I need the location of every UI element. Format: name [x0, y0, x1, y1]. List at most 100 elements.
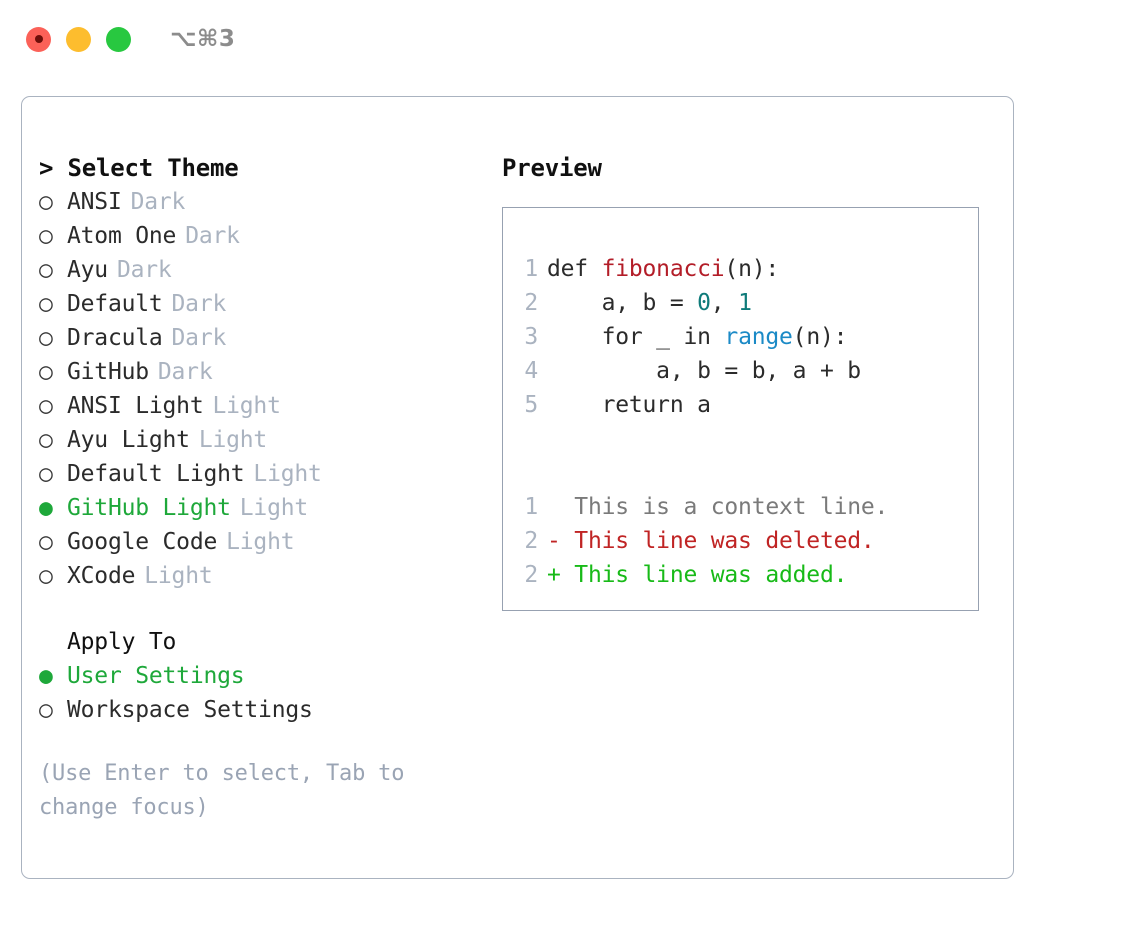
line-number: 2 [524, 562, 538, 588]
radio-unselected-icon: ○ [39, 257, 53, 283]
keyboard-shortcut-label: ⌥⌘3 [170, 26, 236, 52]
theme-option-ansi-light[interactable]: ○ ANSI Light Light [39, 389, 502, 423]
theme-option-label: Default Light [67, 461, 245, 487]
record-indicator-icon [34, 35, 43, 43]
theme-option-tag: Dark [116, 257, 172, 283]
radio-unselected-icon: ○ [39, 393, 53, 419]
code-line: 1 def fibonacci(n): [503, 252, 978, 286]
code-token: (n): [724, 256, 780, 282]
apply-to-header: Apply To [67, 629, 177, 655]
diff-line-text: - This line was deleted. [547, 528, 875, 554]
radio-unselected-icon: ○ [39, 223, 53, 249]
code-line-text: a, b = b, a + b [547, 354, 861, 388]
theme-option-label: GitHub Light [67, 495, 231, 521]
theme-option-github-light[interactable]: ● GitHub Light Light [39, 491, 502, 525]
apply-to-option-list: ● User Settings ○ Workspace Settings [39, 659, 502, 727]
theme-option-label: ANSI [67, 189, 122, 215]
line-number: 2 [524, 290, 538, 316]
select-theme-header: > Select Theme [39, 154, 239, 182]
theme-option-label: Atom One [67, 223, 177, 249]
theme-option-tag: Light [144, 563, 213, 589]
code-line-text: return a [547, 388, 711, 422]
code-line-text: a, b = 0, 1 [547, 286, 752, 320]
maximize-button[interactable] [106, 26, 131, 52]
keyboard-hint-text: (Use Enter to select, Tab to change focu… [39, 761, 405, 820]
apply-to-option-label: User Settings [67, 663, 245, 689]
apply-to-option-user-settings[interactable]: ● User Settings [39, 659, 502, 693]
radio-unselected-icon: ○ [39, 461, 53, 487]
code-token: , [710, 290, 739, 316]
theme-option-tag: Light [253, 461, 322, 487]
theme-option-tag: Dark [130, 189, 186, 215]
line-number: 1 [524, 494, 538, 520]
radio-unselected-icon: ○ [39, 697, 53, 723]
line-number: 4 [524, 358, 538, 384]
radio-unselected-icon: ○ [39, 291, 53, 317]
theme-option-label: Ayu Light [67, 427, 190, 453]
radio-unselected-icon: ○ [39, 563, 53, 589]
radio-unselected-icon: ○ [39, 529, 53, 555]
spacer [39, 593, 502, 625]
code-token: return a [547, 392, 711, 418]
theme-option-xcode[interactable]: ○ XCode Light [39, 559, 502, 593]
theme-option-google-code[interactable]: ○ Google Code Light [39, 525, 502, 559]
radio-unselected-icon: ○ [39, 325, 53, 351]
minimize-button[interactable] [66, 26, 91, 52]
radio-selected-icon: ● [39, 495, 53, 521]
theme-option-ayu[interactable]: ○ Ayu Dark [39, 253, 502, 287]
code-token: for _ in [547, 324, 725, 350]
theme-option-label: Dracula [67, 325, 163, 351]
theme-option-tag: Light [239, 495, 309, 521]
radio-unselected-icon: ○ [39, 359, 53, 385]
spacer [503, 456, 978, 490]
theme-option-label: XCode [67, 563, 136, 589]
theme-option-ansi[interactable]: ○ ANSI Dark [39, 185, 502, 219]
code-token: a, b = [547, 290, 698, 316]
code-line: 3 for _ in range(n): [503, 320, 978, 354]
line-number: 1 [524, 256, 538, 282]
diff-line: 1 This is a context line. [503, 490, 978, 524]
diff-line: 2 - This line was deleted. [503, 524, 978, 558]
close-button[interactable] [26, 26, 51, 52]
code-token: (n): [792, 324, 848, 350]
diff-line-text: + This line was added. [547, 562, 848, 588]
theme-option-label: Default [67, 291, 163, 317]
theme-option-default-light[interactable]: ○ Default Light Light [39, 457, 502, 491]
theme-option-label: Google Code [67, 529, 218, 555]
theme-option-tag: Light [212, 393, 281, 419]
line-number: 5 [524, 392, 538, 418]
code-token: 0 [697, 290, 711, 316]
code-token: 1 [738, 290, 752, 316]
theme-option-tag: Light [198, 427, 268, 453]
theme-option-github[interactable]: ○ GitHub Dark [39, 355, 502, 389]
code-token: range [724, 324, 793, 350]
line-number: 3 [524, 324, 538, 350]
theme-option-tag: Light [226, 529, 295, 555]
code-line: 4 a, b = b, a + b [503, 354, 978, 388]
code-token: fibonacci [601, 256, 725, 282]
theme-option-label: GitHub [67, 359, 149, 385]
theme-option-tag: Dark [157, 359, 213, 385]
diff-sample: 1 This is a context line. 2 - This line wa… [503, 490, 978, 592]
apply-to-option-label: Workspace Settings [67, 697, 313, 723]
code-line-text: for _ in range(n): [547, 320, 848, 354]
code-token: def [547, 256, 602, 282]
theme-option-label: ANSI Light [67, 393, 204, 419]
theme-option-tag: Dark [185, 223, 240, 249]
radio-selected-icon: ● [39, 663, 53, 689]
theme-option-atom-one[interactable]: ○ Atom One Dark [39, 219, 502, 253]
apply-to-option-workspace-settings[interactable]: ○ Workspace Settings [39, 693, 502, 727]
diff-line-text: This is a context line. [547, 494, 889, 520]
radio-unselected-icon: ○ [39, 189, 53, 215]
line-number: 2 [524, 528, 538, 554]
theme-option-label: Ayu [67, 257, 108, 283]
